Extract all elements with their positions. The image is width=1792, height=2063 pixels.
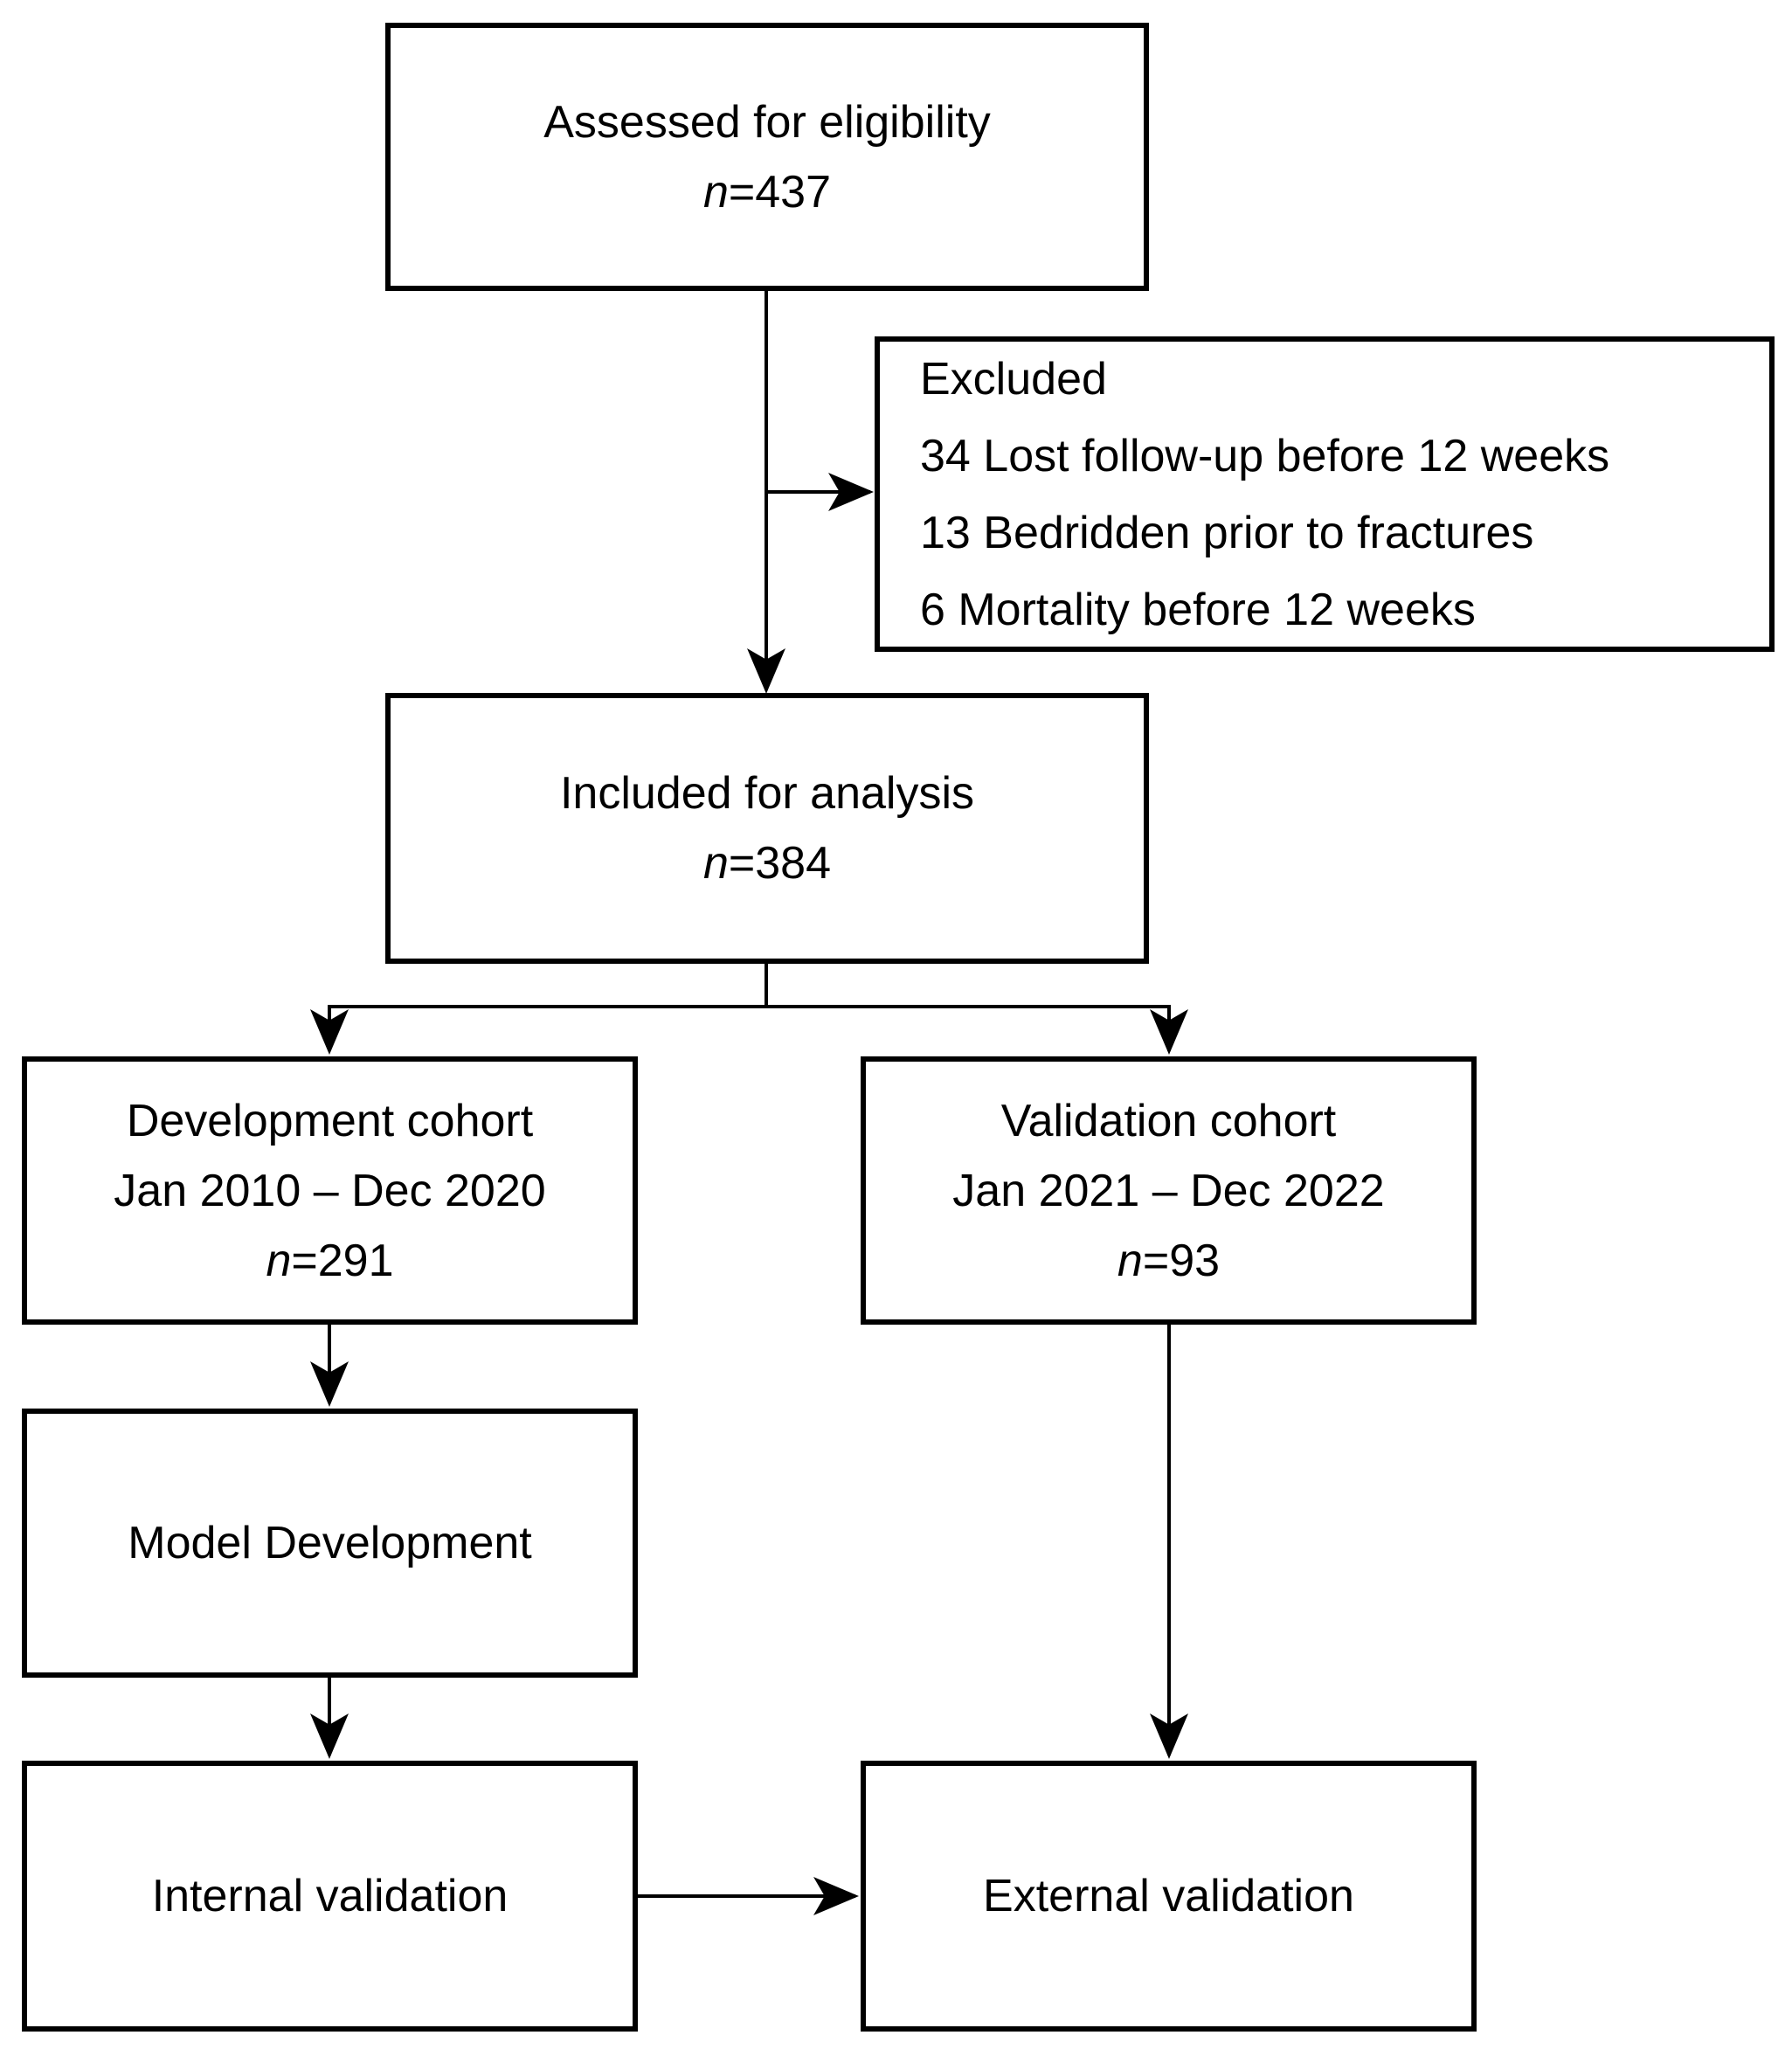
n-symbol: n xyxy=(1117,1235,1143,1286)
included-title: Included for analysis xyxy=(559,768,975,819)
excluded-item: 34 Lost follow-up before 12 weeks xyxy=(920,430,1610,481)
box-validation-cohort: Validation cohort Jan 2021 – Dec 2022 n=… xyxy=(861,1056,1477,1325)
n-symbol: n xyxy=(702,166,729,218)
n-value: =437 xyxy=(728,166,832,218)
n-symbol: n xyxy=(266,1235,292,1286)
excluded-title: Excluded xyxy=(920,353,1107,405)
model-development-title: Model Development xyxy=(128,1518,532,1568)
excluded-item: 13 Bedridden prior to fractures xyxy=(920,507,1534,558)
n-value: =384 xyxy=(728,838,832,889)
n-value: =93 xyxy=(1142,1235,1221,1286)
validation-cohort-title: Validation cohort xyxy=(1000,1095,1337,1146)
box-development-cohort: Development cohort Jan 2010 – Dec 2020 n… xyxy=(22,1056,638,1325)
assessed-title: Assessed for eligibility xyxy=(543,96,991,148)
development-cohort-period: Jan 2010 – Dec 2020 xyxy=(114,1165,546,1216)
validation-cohort-count: n=93 xyxy=(1117,1226,1220,1296)
included-count: n=384 xyxy=(703,828,831,898)
box-model-development: Model Development xyxy=(22,1409,638,1678)
box-assessed-eligibility: Assessed for eligibility n=437 xyxy=(385,23,1149,291)
box-internal-validation: Internal validation xyxy=(22,1761,638,2032)
box-included-analysis: Included for analysis n=384 xyxy=(385,693,1149,964)
validation-cohort-period: Jan 2021 – Dec 2022 xyxy=(952,1165,1385,1216)
box-excluded: Excluded 34 Lost follow-up before 12 wee… xyxy=(875,336,1775,652)
excluded-item: 6 Mortality before 12 weeks xyxy=(920,584,1476,635)
development-cohort-count: n=291 xyxy=(266,1226,393,1296)
n-symbol: n xyxy=(702,838,729,889)
internal-validation-title: Internal validation xyxy=(151,1871,509,1921)
external-validation-title: External validation xyxy=(983,1871,1354,1921)
assessed-count: n=437 xyxy=(703,157,831,227)
box-external-validation: External validation xyxy=(861,1761,1477,2032)
development-cohort-title: Development cohort xyxy=(126,1095,534,1146)
n-value: =291 xyxy=(291,1235,394,1286)
